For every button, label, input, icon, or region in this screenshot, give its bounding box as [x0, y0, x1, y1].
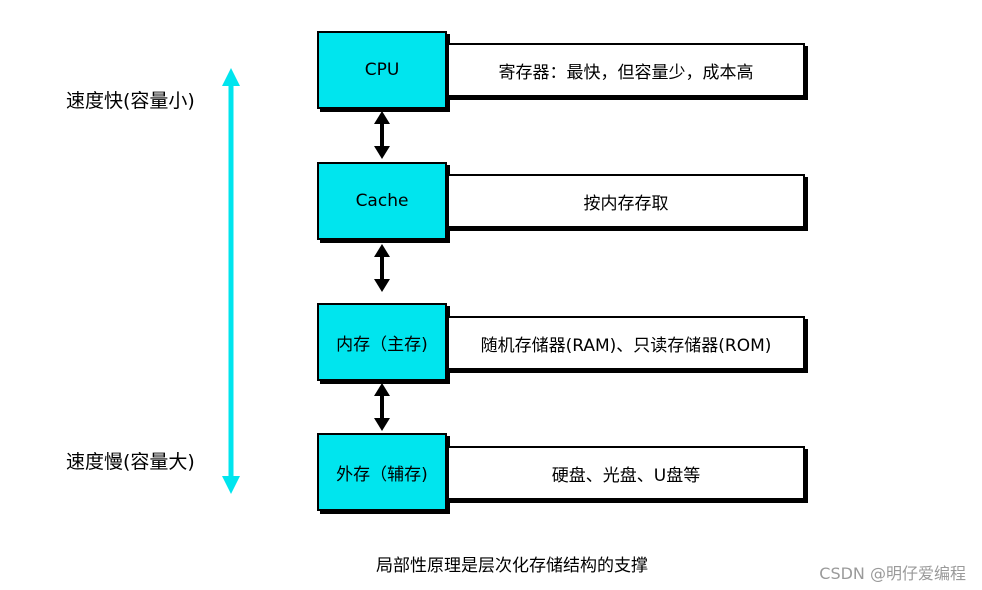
cache-description: 按内存存取 — [447, 174, 805, 228]
speed-axis-arrow — [222, 68, 240, 494]
speed-fast-label: 速度快(容量小) — [66, 90, 195, 112]
double-arrow-cpu-cache — [374, 111, 390, 159]
double-arrow-cache-memory — [374, 244, 390, 292]
cache-box: Cache — [317, 162, 447, 240]
main-memory-description: 随机存储器(RAM)、只读存储器(ROM) — [447, 316, 805, 370]
watermark: CSDN @明仔爱编程 — [819, 564, 966, 583]
speed-slow-label: 速度慢(容量大) — [66, 451, 195, 473]
diagram-caption: 局部性原理是层次化存储结构的支撑 — [376, 556, 648, 576]
main-memory-box: 内存（主存) — [317, 303, 447, 381]
external-storage-box: 外存（辅存) — [317, 433, 447, 511]
cpu-box: CPU — [317, 31, 447, 109]
cpu-description: 寄存器：最快，但容量少，成本高 — [447, 43, 805, 97]
double-arrow-memory-storage — [374, 383, 390, 431]
external-storage-description: 硬盘、光盘、U盘等 — [447, 446, 805, 500]
